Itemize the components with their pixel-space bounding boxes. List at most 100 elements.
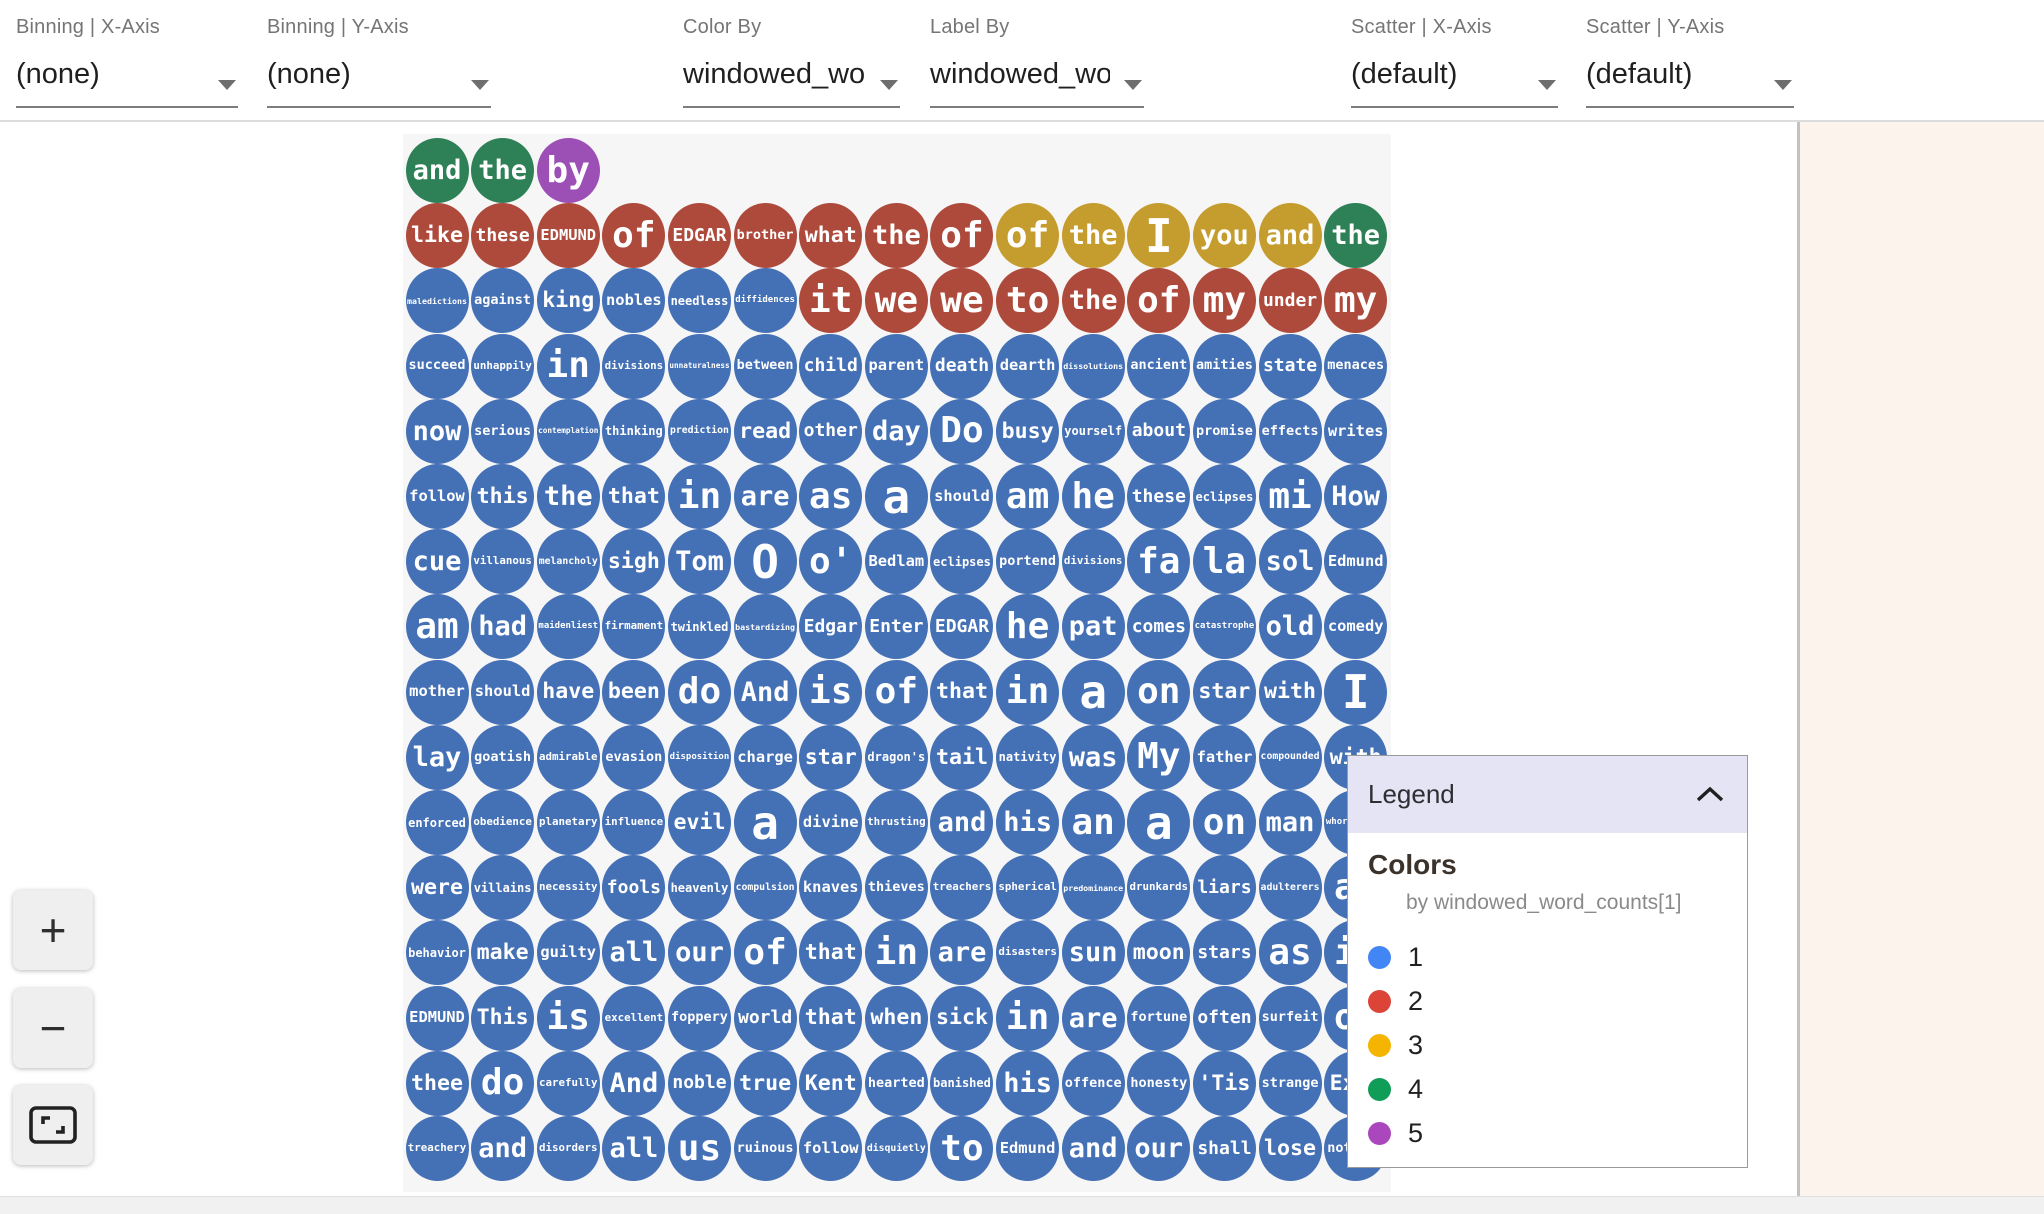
word-bubble[interactable]: this [471,464,535,529]
word-bubble[interactable]: disquietly [864,1116,928,1181]
word-bubble[interactable]: adulterers [1258,855,1322,921]
word-bubble[interactable]: and [405,138,469,203]
word-bubble[interactable]: world [733,985,797,1051]
word-bubble[interactable]: dragon's [864,724,928,790]
dropdown-value-row[interactable]: windowed_word_counts[1] [683,46,900,108]
word-bubble[interactable]: as [799,464,863,529]
word-bubble[interactable]: had [471,594,535,660]
word-bubble[interactable]: do [667,659,731,725]
word-bubble[interactable]: compulsion [733,855,797,921]
word-bubble[interactable]: serious [471,398,535,464]
word-bubble[interactable]: often [1192,985,1256,1051]
word-bubble[interactable]: man [1258,790,1322,855]
word-bubble[interactable]: thieves [864,855,928,921]
word-bubble[interactable]: child [799,333,863,399]
word-bubble[interactable]: of [602,203,666,269]
word-bubble[interactable]: offence [1061,1050,1125,1116]
word-bubble[interactable]: against [471,268,535,334]
word-bubble[interactable]: am [996,464,1060,529]
word-bubble[interactable]: on [1127,659,1191,725]
word-bubble[interactable]: foppery [667,985,731,1051]
word-bubble[interactable]: am [405,594,469,660]
word-bubble[interactable]: eclipses [1192,464,1256,529]
word-bubble[interactable]: pat [1061,594,1125,660]
word-bubble[interactable]: are [733,464,797,529]
word-bubble[interactable]: bastardizing [733,594,797,660]
zoom-out-button[interactable]: − [13,988,93,1068]
word-bubble[interactable]: star [1192,659,1256,725]
word-bubble[interactable]: king [536,268,600,334]
word-bubble[interactable]: admirable [536,724,600,790]
word-bubble[interactable]: we [864,268,928,334]
word-bubble[interactable]: to [996,268,1060,334]
word-bubble[interactable]: goatish [471,724,535,790]
word-bubble[interactable]: surfeit [1258,985,1322,1051]
word-bubble[interactable]: in [996,985,1060,1051]
word-bubble[interactable]: charge [733,724,797,790]
word-bubble[interactable]: old [1258,594,1322,660]
word-bubble[interactable]: our [1127,1116,1191,1181]
word-bubble[interactable]: he [1061,464,1125,529]
word-bubble[interactable]: disorders [536,1116,600,1181]
word-bubble[interactable]: How [1324,464,1388,529]
word-bubble[interactable]: day [864,398,928,464]
word-bubble[interactable]: nobles [602,268,666,334]
word-bubble[interactable]: father [1192,724,1256,790]
word-bubble[interactable]: influence [602,790,666,855]
word-bubble[interactable]: are [930,920,994,986]
word-bubble[interactable]: a [733,790,797,855]
legend-header[interactable]: Legend [1348,756,1747,833]
word-bubble[interactable]: maledictions [405,268,469,334]
word-bubble[interactable]: Edmund [996,1116,1060,1181]
dropdown-value-row[interactable]: (none) [16,46,238,108]
word-bubble[interactable]: tail [930,724,994,790]
word-bubble[interactable]: heavenly [667,855,731,921]
word-bubble[interactable]: true [733,1050,797,1116]
word-bubble[interactable]: have [536,659,600,725]
word-bubble[interactable]: the [471,138,535,203]
word-bubble[interactable]: read [733,398,797,464]
word-bubble[interactable]: of [930,203,994,269]
word-bubble[interactable]: nativity [996,724,1060,790]
word-bubble[interactable]: state [1258,333,1322,399]
word-bubble[interactable]: prediction [667,398,731,464]
dropdown-value-row[interactable]: (default) [1351,46,1558,108]
word-bubble[interactable]: should [930,464,994,529]
word-bubble[interactable]: This [471,985,535,1051]
word-bubble[interactable]: is [536,985,600,1051]
word-bubble[interactable]: EDGAR [930,594,994,660]
word-bubble[interactable]: unnaturalness [667,333,731,399]
word-bubble[interactable]: guilty [536,920,600,986]
word-bubble[interactable]: And [733,659,797,725]
word-bubble[interactable]: dearth [996,333,1060,399]
word-bubble[interactable]: Enter [864,594,928,660]
word-bubble[interactable]: between [733,333,797,399]
dropdown-arrow-icon[interactable] [218,80,236,90]
word-bubble[interactable]: strange [1258,1050,1322,1116]
word-bubble[interactable]: necessity [536,855,600,921]
word-bubble[interactable]: lay [405,724,469,790]
word-bubble[interactable]: Edmund [1324,529,1388,595]
word-bubble[interactable]: our [667,920,731,986]
word-bubble[interactable]: comes [1127,594,1191,660]
word-bubble[interactable]: sick [930,985,994,1051]
word-bubble[interactable]: do [471,1050,535,1116]
word-bubble[interactable]: portend [996,529,1060,595]
word-bubble[interactable]: of [864,659,928,725]
word-bubble[interactable]: he [996,594,1060,660]
word-bubble[interactable]: is [799,659,863,725]
word-bubble[interactable]: dissolutions [1061,333,1125,399]
toolbar-dropdown-scatter-y-axis[interactable]: Scatter | Y-Axis(default) [1586,16,1794,108]
word-bubble[interactable]: drunkards [1127,855,1191,921]
word-bubble[interactable]: in [536,333,600,399]
dropdown-value-row[interactable]: (default) [1586,46,1794,108]
word-bubble[interactable]: of [1127,268,1191,334]
word-bubble[interactable]: a [1061,659,1125,725]
word-bubble[interactable]: enforced [405,790,469,855]
word-bubble[interactable]: obedience [471,790,535,855]
word-bubble[interactable]: these [471,203,535,269]
word-bubble[interactable]: and [471,1116,535,1181]
word-bubble[interactable]: contemplation [536,398,600,464]
word-bubble[interactable]: needless [667,268,731,334]
word-bubble[interactable]: about [1127,398,1191,464]
